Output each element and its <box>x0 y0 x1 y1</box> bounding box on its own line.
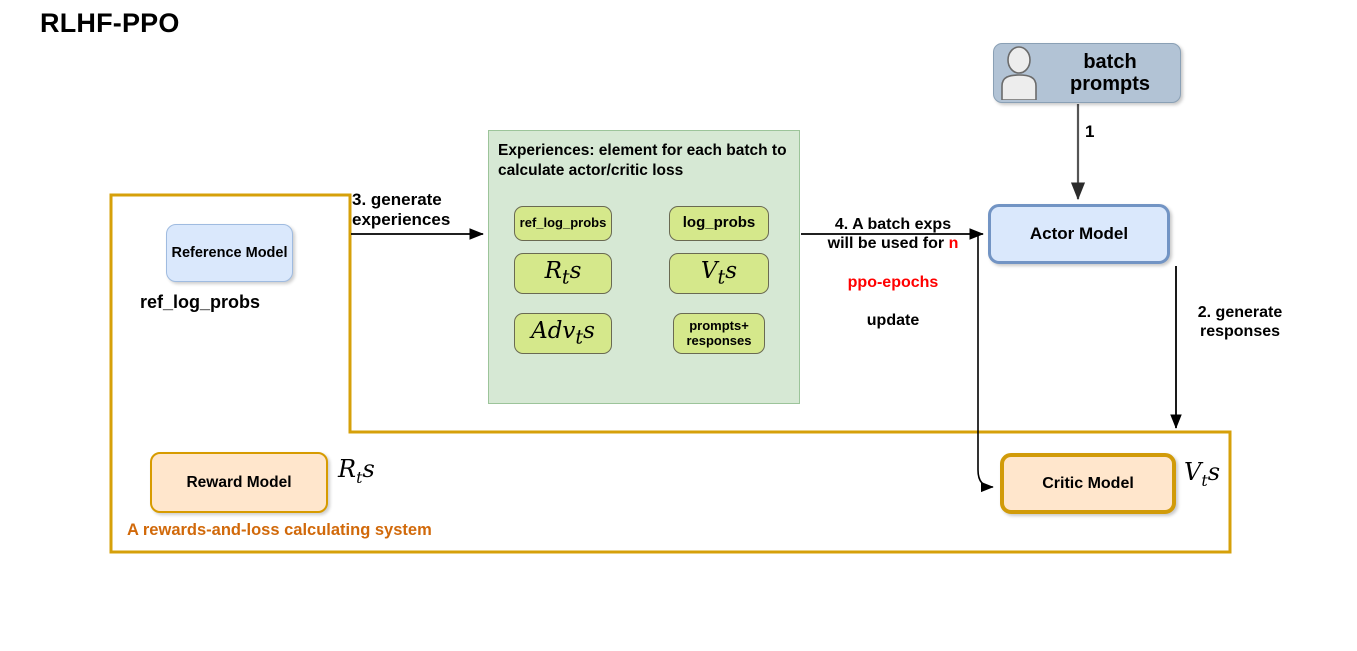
node-reward-model[interactable]: Reward Model <box>150 452 328 513</box>
chip-ref-log-probs-label: ref_log_probs <box>519 215 607 231</box>
reward-math-sub: t <box>356 467 363 487</box>
critic-model-output-math: Vts <box>1184 458 1220 490</box>
experiences-title: Experiences: element for each batch to c… <box>498 142 787 180</box>
chip-ref-log-probs[interactable]: ref_log_probs <box>514 206 612 241</box>
reward-math-tail: s <box>362 455 375 483</box>
chip-values-base: V <box>700 258 718 285</box>
chip-values-sub: t <box>717 265 726 289</box>
chip-advantages-tail: s <box>583 318 595 345</box>
chip-returns-sub: t <box>561 265 570 289</box>
edge-label-4-pre: 4. A batch exps will be used for <box>827 216 952 253</box>
reward-model-output-math: Rts <box>338 455 375 487</box>
chip-values-tail: s <box>725 258 738 285</box>
actor-model-label: Actor Model <box>1029 224 1129 243</box>
critic-math-sub: t <box>1201 470 1208 490</box>
chip-values[interactable]: Vts <box>669 253 769 294</box>
chip-prompts-responses[interactable]: prompts+ responses <box>673 313 765 354</box>
reward-model-label: Reward Model <box>186 473 292 491</box>
chip-advantages[interactable]: Advts <box>514 313 612 354</box>
system-container-caption: A rewards-and-loss calculating system <box>127 521 432 539</box>
batch-prompts-label: batch prompts <box>1070 50 1150 95</box>
page-title: RLHF-PPO <box>40 8 180 38</box>
edge-label-4-highlight-n: n <box>948 235 959 253</box>
chip-advantages-base: Adv <box>531 318 576 345</box>
edge-label-4-post: update <box>866 312 920 330</box>
critic-math-tail: s <box>1207 458 1221 486</box>
chip-log-probs[interactable]: log_probs <box>669 206 769 241</box>
chip-advantages-sub: t <box>575 325 584 349</box>
chip-returns-tail: s <box>569 258 582 285</box>
edge-label-4: 4. A batch exps will be used for n ppo-e… <box>805 196 981 330</box>
person-icon <box>1001 46 1037 100</box>
node-critic-model[interactable]: Critic Model <box>1000 453 1176 514</box>
edge-label-4-highlight-epochs: ppo-epochs <box>847 273 939 291</box>
critic-model-label: Critic Model <box>1042 474 1134 492</box>
edge-label-2: 2. generate responses <box>1197 304 1283 341</box>
reward-math-base: R <box>338 455 357 483</box>
chip-prompts-responses-label: prompts+ responses <box>686 318 752 348</box>
node-reference-model[interactable]: Reference Model <box>166 224 293 282</box>
node-actor-model[interactable]: Actor Model <box>988 204 1170 264</box>
edge-label-1: 1 <box>1085 122 1095 141</box>
chip-returns-base: R <box>544 258 562 285</box>
critic-math-base: V <box>1184 458 1202 486</box>
reference-model-label: Reference Model <box>171 245 288 261</box>
reference-model-output-label: ref_log_probs <box>140 292 261 312</box>
chip-log-probs-label: log_probs <box>682 214 756 232</box>
edge-label-3: 3. generate experiences <box>352 190 451 230</box>
chip-returns[interactable]: Rts <box>514 253 612 294</box>
